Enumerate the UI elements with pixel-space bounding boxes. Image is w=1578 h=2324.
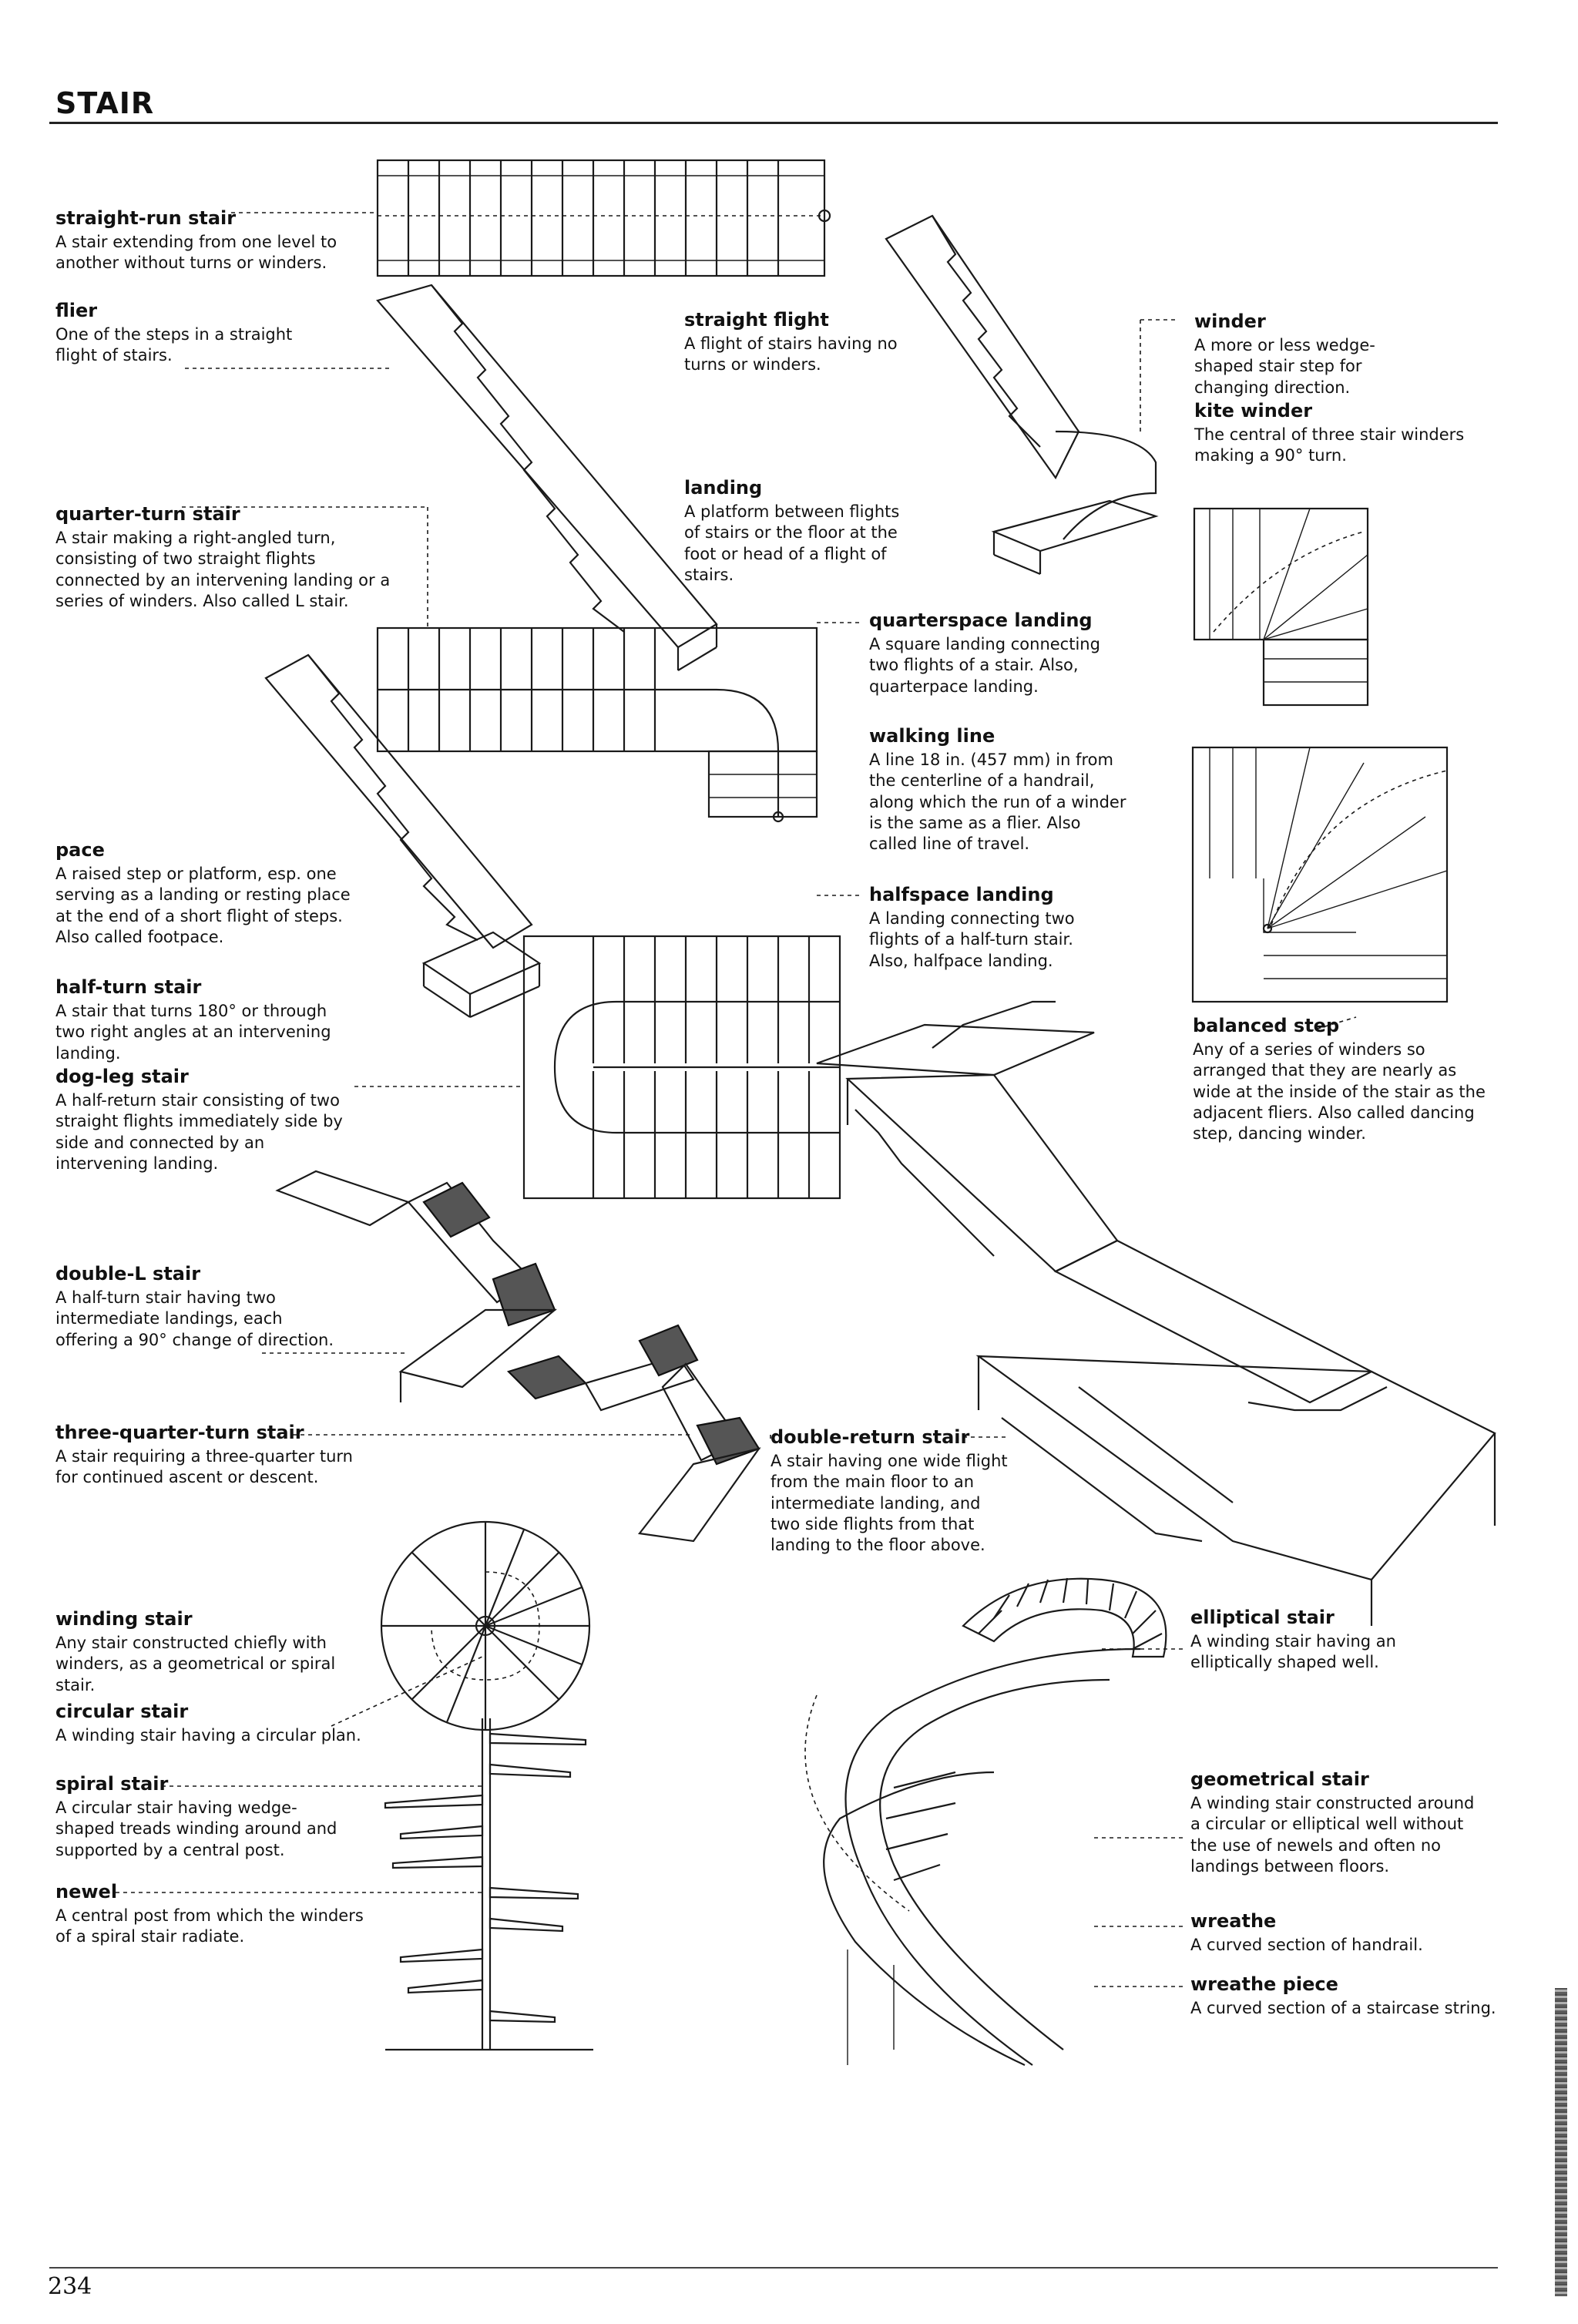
term: pace [55, 839, 105, 861]
term: walking line [869, 725, 995, 747]
term: halfspace landing [869, 884, 1054, 905]
scan-edge-artifact [1555, 1988, 1567, 2296]
term: straight flight [684, 309, 829, 331]
definition: A stair that turns 180° or through two r… [55, 1002, 331, 1063]
term: dog-leg stair [55, 1066, 189, 1087]
geometrical-stair-drawing [804, 1647, 1187, 2066]
term: newel [55, 1881, 118, 1903]
term: winding stair [55, 1608, 193, 1630]
definition: A stair making a right-angled turn, cons… [55, 529, 391, 611]
kite-winder-plan-drawing [1193, 507, 1369, 707]
entry-quarter-turn-stair: quarter-turn stair A stair making a righ… [55, 502, 394, 612]
winding-stair-plan-drawing [380, 1520, 591, 1731]
entry-pace: pace A raised step or platform, esp. one… [55, 838, 364, 948]
entry-winding-stair: winding stair Any stair constructed chie… [55, 1607, 379, 1696]
definition: A platform between flights of stairs or … [684, 502, 900, 585]
term: landing [684, 477, 763, 499]
definition: A stair having one wide flight from the … [771, 1452, 1008, 1555]
entry-balanced-step: balanced step Any of a series of winders… [1193, 1014, 1486, 1145]
definition: A circular stair having wedge-shaped tre… [55, 1798, 337, 1859]
quarter-turn-iso-drawing [264, 653, 542, 1019]
straight-run-plan-drawing [231, 159, 831, 277]
definition: A line 18 in. (457 mm) in from the cente… [869, 751, 1126, 854]
term: wreathe [1190, 1910, 1277, 1932]
entry-double-return-stair: double-return stair A stair having one w… [771, 1426, 1009, 1557]
header-rule [49, 122, 1498, 124]
page-title: STAIR [55, 86, 155, 120]
term: double-return stair [771, 1426, 970, 1448]
entry-quarterspace-landing: quarterspace landing A square landing co… [869, 609, 1116, 697]
entry-three-quarter-turn-stair: three-quarter-turn stair A stair requiri… [55, 1421, 364, 1489]
definition: A stair extending from one level to anot… [55, 233, 337, 273]
term: kite winder [1194, 400, 1313, 421]
winder-iso-drawing [885, 214, 1179, 576]
entry-elliptical-stair: elliptical stair A winding stair having … [1190, 1606, 1468, 1674]
definition: The central of three stair winders makin… [1194, 425, 1465, 465]
quarter-turn-plan-drawing [376, 507, 818, 823]
entry-kite-winder: kite winder The central of three stair w… [1194, 399, 1472, 467]
definition: One of the steps in a straight flight of… [55, 325, 293, 365]
term: straight-run stair [55, 207, 237, 229]
definition: A winding stair constructed around a cir… [1190, 1794, 1475, 1876]
term: double-L stair [55, 1263, 201, 1285]
entry-double-l-stair: double-L stair A half-turn stair having … [55, 1262, 348, 1351]
definition: A curved section of a staircase string. [1190, 1999, 1496, 2018]
entry-wreathe: wreathe A curved section of handrail. [1190, 1909, 1468, 1956]
definition: A half-return stair consisting of two st… [55, 1091, 343, 1174]
definition: A stair requiring a three-quarter turn f… [55, 1447, 353, 1487]
entry-walking-line: walking line A line 18 in. (457 mm) in f… [869, 724, 1131, 855]
definition: A flight of stairs having no turns or wi… [684, 334, 898, 374]
entry-straight-flight: straight flight A flight of stairs havin… [684, 308, 915, 376]
entry-landing: landing A platform between flights of st… [684, 476, 915, 586]
entry-geometrical-stair: geometrical stair A winding stair constr… [1190, 1768, 1483, 1877]
definition: A winding stair having a circular plan. [55, 1726, 361, 1745]
term: flier [55, 300, 98, 321]
three-quarter-iso-drawing [506, 1324, 761, 1543]
term: spiral stair [55, 1773, 169, 1795]
entry-winder: winder A more or less wedge-shaped stair… [1194, 310, 1425, 398]
definition: A raised step or platform, esp. one serv… [55, 865, 351, 947]
half-turn-plan-drawing [354, 935, 841, 1200]
term: three-quarter-turn stair [55, 1422, 304, 1443]
entry-circular-stair: circular stair A winding stair having a … [55, 1700, 364, 1746]
entry-straight-run-stair: straight-run stair A stair extending fro… [55, 207, 348, 274]
term: circular stair [55, 1701, 189, 1722]
straight-flight-drawing [185, 284, 718, 671]
definition: A winding stair having an elliptically s… [1190, 1632, 1396, 1672]
definition: Any of a series of winders so arranged t… [1193, 1040, 1486, 1144]
term: quarterspace landing [869, 610, 1093, 631]
entry-half-turn-stair: half-turn stair A stair that turns 180° … [55, 976, 356, 1064]
term: balanced step [1193, 1015, 1340, 1036]
double-l-iso-drawing [275, 1170, 558, 1402]
entry-halfspace-landing: halfspace landing A landing connecting t… [869, 883, 1116, 972]
term: winder [1194, 311, 1266, 332]
definition: A central post from which the winders of… [55, 1906, 364, 1946]
entry-spiral-stair: spiral stair A circular stair having wed… [55, 1772, 356, 1861]
double-return-iso-drawing [816, 1000, 1496, 1626]
definition: A curved section of handrail. [1190, 1936, 1423, 1955]
balanced-step-plan-drawing [1191, 746, 1449, 1003]
page-number: 234 [48, 2273, 92, 2300]
entry-flier: flier One of the steps in a straight fli… [55, 299, 302, 367]
term: quarter-turn stair [55, 503, 240, 525]
term: elliptical stair [1190, 1607, 1335, 1628]
entry-dog-leg-stair: dog-leg stair A half-return stair consis… [55, 1065, 356, 1174]
definition: A landing connecting two flights of a ha… [869, 909, 1075, 970]
term: half-turn stair [55, 976, 202, 998]
definition: A square landing connecting two flights … [869, 635, 1100, 696]
definition: A more or less wedge-shaped stair step f… [1194, 336, 1375, 397]
footer-rule [49, 2267, 1498, 2269]
entry-wreathe-piece: wreathe piece A curved section of a stai… [1190, 1973, 1499, 2019]
definition: Any stair constructed chiefly with winde… [55, 1634, 336, 1694]
term: geometrical stair [1190, 1768, 1369, 1790]
spiral-stair-elevation-drawing [116, 1656, 593, 2051]
elliptical-stair-drawing [962, 1577, 1167, 1658]
definition: A half-turn stair having two intermediat… [55, 1288, 334, 1349]
term: wreathe piece [1190, 1973, 1338, 1995]
entry-newel: newel A central post from which the wind… [55, 1880, 364, 1948]
